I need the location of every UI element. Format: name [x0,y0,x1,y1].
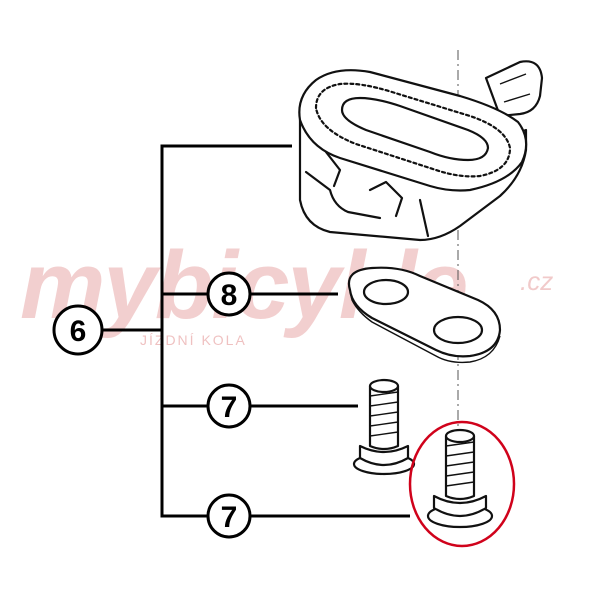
spacer-plate [347,266,502,364]
callout-8-label: 8 [221,279,238,312]
leader-lines [102,144,410,518]
callout-7-lower: 7 [206,493,252,539]
callout-7-lower-label: 7 [221,501,238,534]
watermark-tagline: JÍZDNÍ KOLA [140,332,247,348]
highlight-ring [408,420,516,548]
callout-7-upper: 7 [206,383,252,429]
callout-7-upper-label: 7 [221,391,238,424]
cleat-body [298,60,544,242]
callout-8: 8 [206,271,252,317]
screw-right [426,428,494,529]
watermark-tld: .cz [520,266,553,296]
screw-left [352,378,416,476]
callout-6: 6 [52,304,104,356]
callout-6-label: 6 [70,315,87,348]
